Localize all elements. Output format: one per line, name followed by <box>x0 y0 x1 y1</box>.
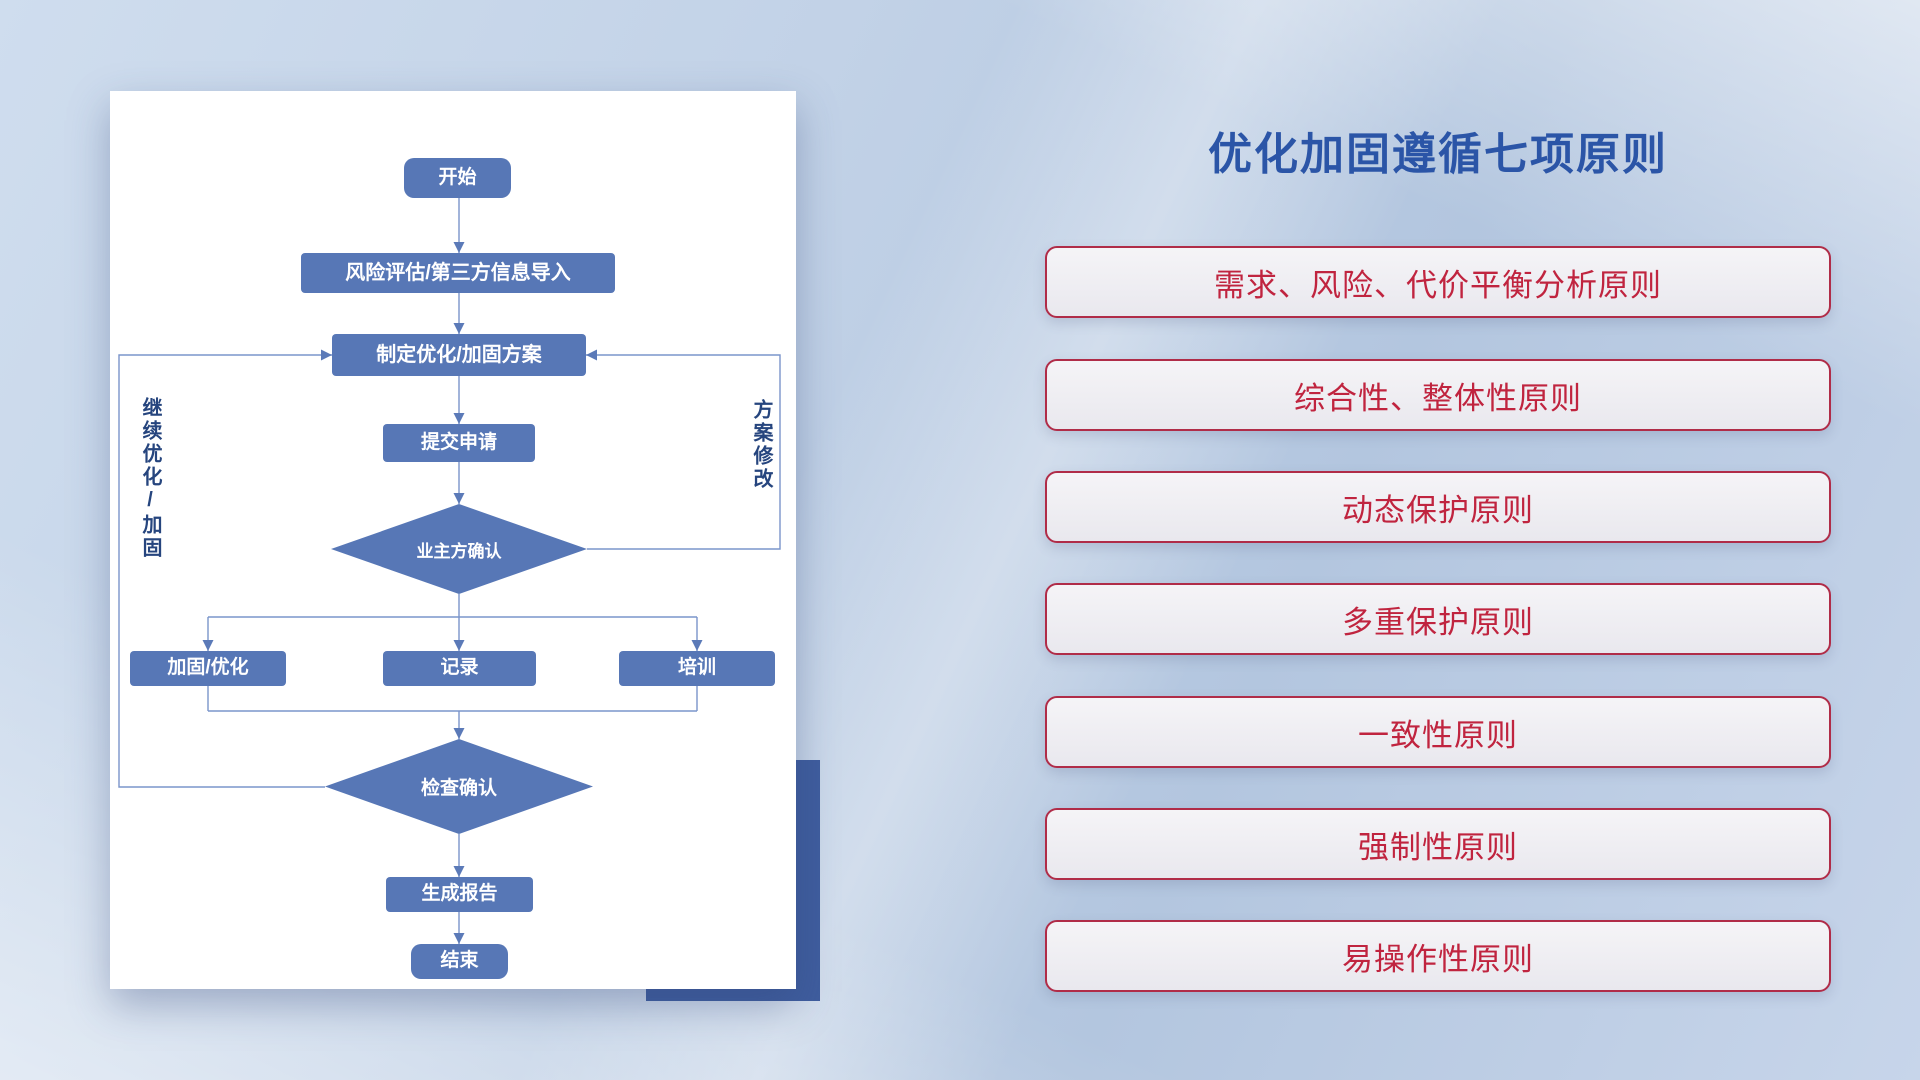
principle-label-2: 综合性、整体性原则 <box>1294 380 1582 416</box>
flow-node-owner-confirm: 业主方确认 <box>331 504 587 594</box>
principle-pill-5: 一致性原则 <box>1045 696 1831 768</box>
flow-node-training: 培训 <box>619 651 775 686</box>
flow-node-risk-import: 风险评估/第三方信息导入 <box>301 253 615 293</box>
principle-label-6: 强制性原则 <box>1358 829 1518 865</box>
principle-label-4: 多重保护原则 <box>1342 604 1534 640</box>
principle-pill-2: 综合性、整体性原则 <box>1045 359 1831 431</box>
flowchart-connectors <box>118 198 781 944</box>
principle-pill-6: 强制性原则 <box>1045 808 1831 880</box>
principle-pill-7: 易操作性原则 <box>1045 920 1831 992</box>
flow-node-check-confirm: 检查确认 <box>325 739 593 834</box>
principle-pill-3: 动态保护原则 <box>1045 471 1831 543</box>
flow-node-owner-confirm-label: 业主方确认 <box>416 541 502 561</box>
principle-label-7: 易操作性原则 <box>1342 941 1534 977</box>
flow-node-start: 开始 <box>404 158 511 198</box>
principle-label-3: 动态保护原则 <box>1342 492 1534 528</box>
loop-label-continue-optimize: 继续优化/加固 <box>139 397 161 560</box>
principle-label-1: 需求、风险、代价平衡分析原则 <box>1214 267 1662 303</box>
flow-node-make-plan: 制定优化/加固方案 <box>332 334 586 376</box>
flowchart-card: 开始 风险评估/第三方信息导入 制定优化/加固方案 提交申请 业主方确认 加固/… <box>110 91 796 989</box>
flow-node-submit: 提交申请 <box>383 424 535 462</box>
principle-pill-4: 多重保护原则 <box>1045 583 1831 655</box>
principle-label-5: 一致性原则 <box>1358 717 1518 753</box>
flow-node-report: 生成报告 <box>386 877 533 912</box>
flow-node-record: 记录 <box>383 651 536 686</box>
flow-node-harden: 加固/优化 <box>130 651 286 686</box>
flow-node-end: 结束 <box>411 944 508 979</box>
flow-node-check-confirm-label: 检查确认 <box>420 778 497 799</box>
panel-title: 优化加固遵循七项原则 <box>1208 130 1668 179</box>
principle-pill-1: 需求、风险、代价平衡分析原则 <box>1045 246 1831 318</box>
loop-label-plan-revision: 方案修改 <box>750 399 772 491</box>
